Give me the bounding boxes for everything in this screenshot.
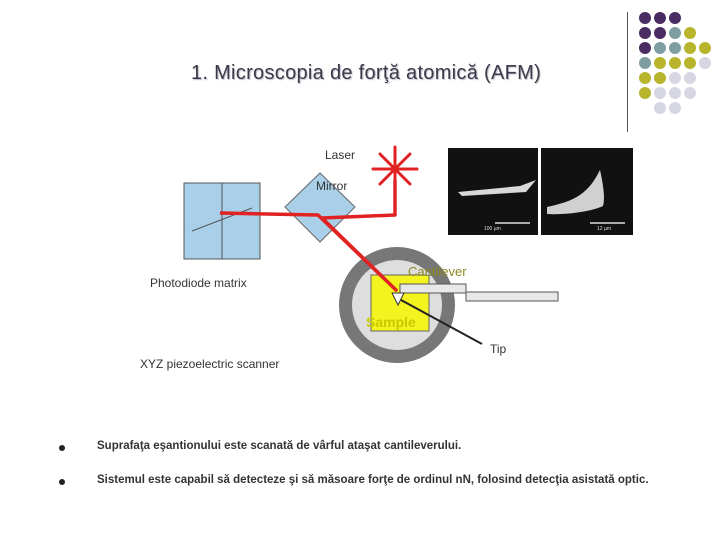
- bullet-icon: [59, 479, 65, 485]
- photodiode-label: Photodiode matrix: [150, 276, 247, 290]
- afm-diagram: 100 µm 12 µm Laser Mirror Cantilever Pho…: [0, 130, 720, 390]
- cantilever-label: Cantilever: [408, 264, 467, 279]
- list-item: Sistemul este capabil să detecteze şi să…: [55, 474, 705, 508]
- dot-row-7: [654, 102, 681, 114]
- dot-row-6: [639, 87, 696, 99]
- afm-diagram-svg: 100 µm 12 µm: [0, 130, 720, 390]
- micrograph-scale-right: 12 µm: [597, 226, 611, 232]
- bullet-text: Suprafaţa eşantionului este scanată de v…: [97, 440, 461, 452]
- dot-row-1: [639, 12, 681, 24]
- tip-label: Tip: [490, 342, 506, 356]
- dot-row-3: [639, 42, 711, 54]
- dot-row-2: [639, 27, 696, 39]
- slide-title: 1. Microscopia de forţă atomică (AFM): [0, 62, 720, 85]
- laser-source-icon: [373, 147, 417, 191]
- micrograph-scale-left: 100 µm: [484, 226, 501, 232]
- laser-label: Laser: [325, 148, 355, 162]
- bullet-list: Suprafaţa eşantionului este scanată de v…: [55, 440, 705, 508]
- cantilever-micrograph: 100 µm: [448, 148, 538, 235]
- sample-label: Sample: [366, 314, 416, 330]
- bullet-icon: [59, 445, 65, 451]
- mirror-label: Mirror: [316, 179, 347, 193]
- bullet-text: Sistemul este capabil să detecteze şi să…: [97, 474, 649, 486]
- list-item: Suprafaţa eşantionului este scanată de v…: [55, 440, 705, 474]
- photodiode-matrix: [184, 183, 260, 259]
- scanner-label: XYZ piezoelectric scanner: [140, 357, 279, 371]
- tip-micrograph: 12 µm: [541, 148, 633, 235]
